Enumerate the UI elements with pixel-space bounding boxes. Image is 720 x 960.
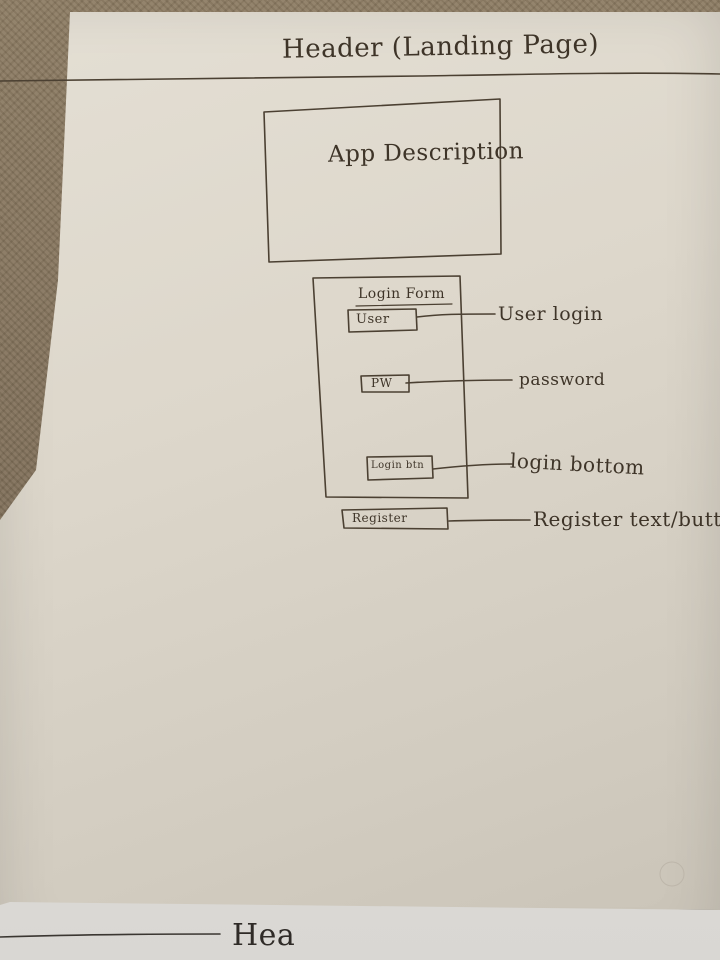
password-field-box (360, 374, 410, 393)
login-button-leader (432, 463, 513, 470)
next-page-header-line (0, 933, 221, 938)
header-divider-line (0, 72, 720, 82)
app-description-label: App Description (327, 138, 525, 168)
password-annotation: password (519, 370, 606, 390)
password-leader (405, 379, 513, 384)
login-button-box (366, 455, 434, 481)
login-form-box (312, 275, 469, 499)
register-box (341, 507, 449, 530)
password-field-label: PW (371, 376, 393, 390)
login-form-title-underline (355, 303, 453, 307)
user-login-leader (416, 313, 496, 318)
header-title: Header (Landing Page) (281, 29, 600, 65)
app-description-box (263, 98, 502, 263)
login-form-title: Login Form (358, 286, 445, 302)
user-field-box (347, 308, 418, 333)
register-leader (448, 519, 531, 522)
register-annotation: Register text/button (533, 507, 720, 531)
user-login-annotation: User login (498, 303, 604, 325)
register-label: Register (352, 511, 408, 525)
user-field-label: User (356, 312, 390, 327)
login-button-label: Login btn (371, 460, 425, 471)
next-page-header-fragment: Hea (232, 918, 296, 953)
